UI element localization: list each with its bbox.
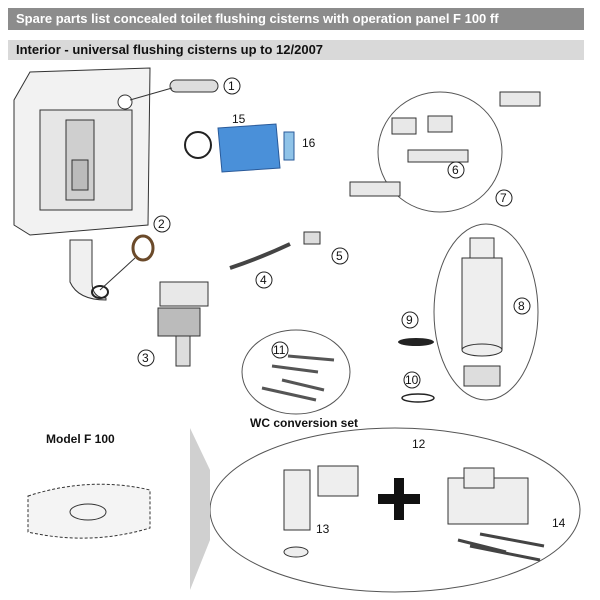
screw-group-outline bbox=[241, 329, 351, 415]
leader-line bbox=[99, 257, 136, 291]
conversion-parts bbox=[283, 465, 529, 558]
part-13-label: 13 bbox=[316, 522, 330, 536]
flush-valve bbox=[461, 237, 503, 387]
number-circles bbox=[137, 77, 531, 389]
screws bbox=[261, 354, 335, 402]
part-3-label: 3 bbox=[142, 351, 149, 365]
arrow-shape bbox=[190, 428, 210, 590]
part-10-label: 10 bbox=[405, 373, 419, 387]
cistern-illustration bbox=[13, 67, 151, 236]
o-ring-10 bbox=[401, 393, 435, 403]
mounting-clips bbox=[349, 91, 541, 197]
seal-9 bbox=[398, 338, 434, 346]
pipe-seal bbox=[91, 285, 109, 299]
model-label: Model F 100 bbox=[46, 432, 115, 446]
part-14-label: 14 bbox=[552, 516, 566, 530]
part-4-label: 4 bbox=[260, 273, 267, 287]
seal-ring bbox=[131, 234, 155, 262]
elbow-pipe bbox=[69, 239, 107, 301]
hose-4 bbox=[229, 242, 291, 270]
panel-button bbox=[69, 503, 107, 521]
rubber-ring bbox=[184, 131, 212, 159]
blue-bag bbox=[217, 123, 281, 173]
screws-14 bbox=[457, 532, 545, 562]
fill-valve bbox=[157, 281, 209, 367]
wc-conversion-label: WC conversion set bbox=[250, 416, 359, 430]
leader-line bbox=[129, 87, 173, 101]
plus-sign bbox=[378, 478, 420, 520]
clips-group-outline bbox=[377, 91, 503, 213]
connector-5 bbox=[303, 231, 321, 245]
section-bar: Interior - universal flushing cisterns u… bbox=[8, 40, 584, 60]
part-11-label: 11 bbox=[273, 343, 286, 357]
valve-group-outline bbox=[433, 223, 539, 401]
page-title: Spare parts list concealed toilet flushi… bbox=[16, 11, 499, 26]
part-7-label: 7 bbox=[500, 191, 507, 205]
operation-panel-f100 bbox=[27, 483, 151, 539]
part-5-label: 5 bbox=[336, 249, 343, 263]
part-16-label: 16 bbox=[302, 136, 316, 150]
part-2-label: 2 bbox=[158, 217, 165, 231]
part-1-label: 1 bbox=[228, 79, 235, 93]
title-bar: Spare parts list concealed toilet flushi… bbox=[8, 8, 584, 30]
part-12-label: 12 bbox=[412, 437, 426, 451]
part-15-label: 15 bbox=[232, 112, 246, 126]
section-title: Interior - universal flushing cisterns u… bbox=[16, 42, 324, 57]
part-6-label: 6 bbox=[452, 163, 459, 177]
connector-plate bbox=[169, 79, 219, 93]
part-8-label: 8 bbox=[518, 299, 525, 313]
part-9-label: 9 bbox=[406, 313, 413, 327]
tube-16 bbox=[283, 131, 295, 161]
